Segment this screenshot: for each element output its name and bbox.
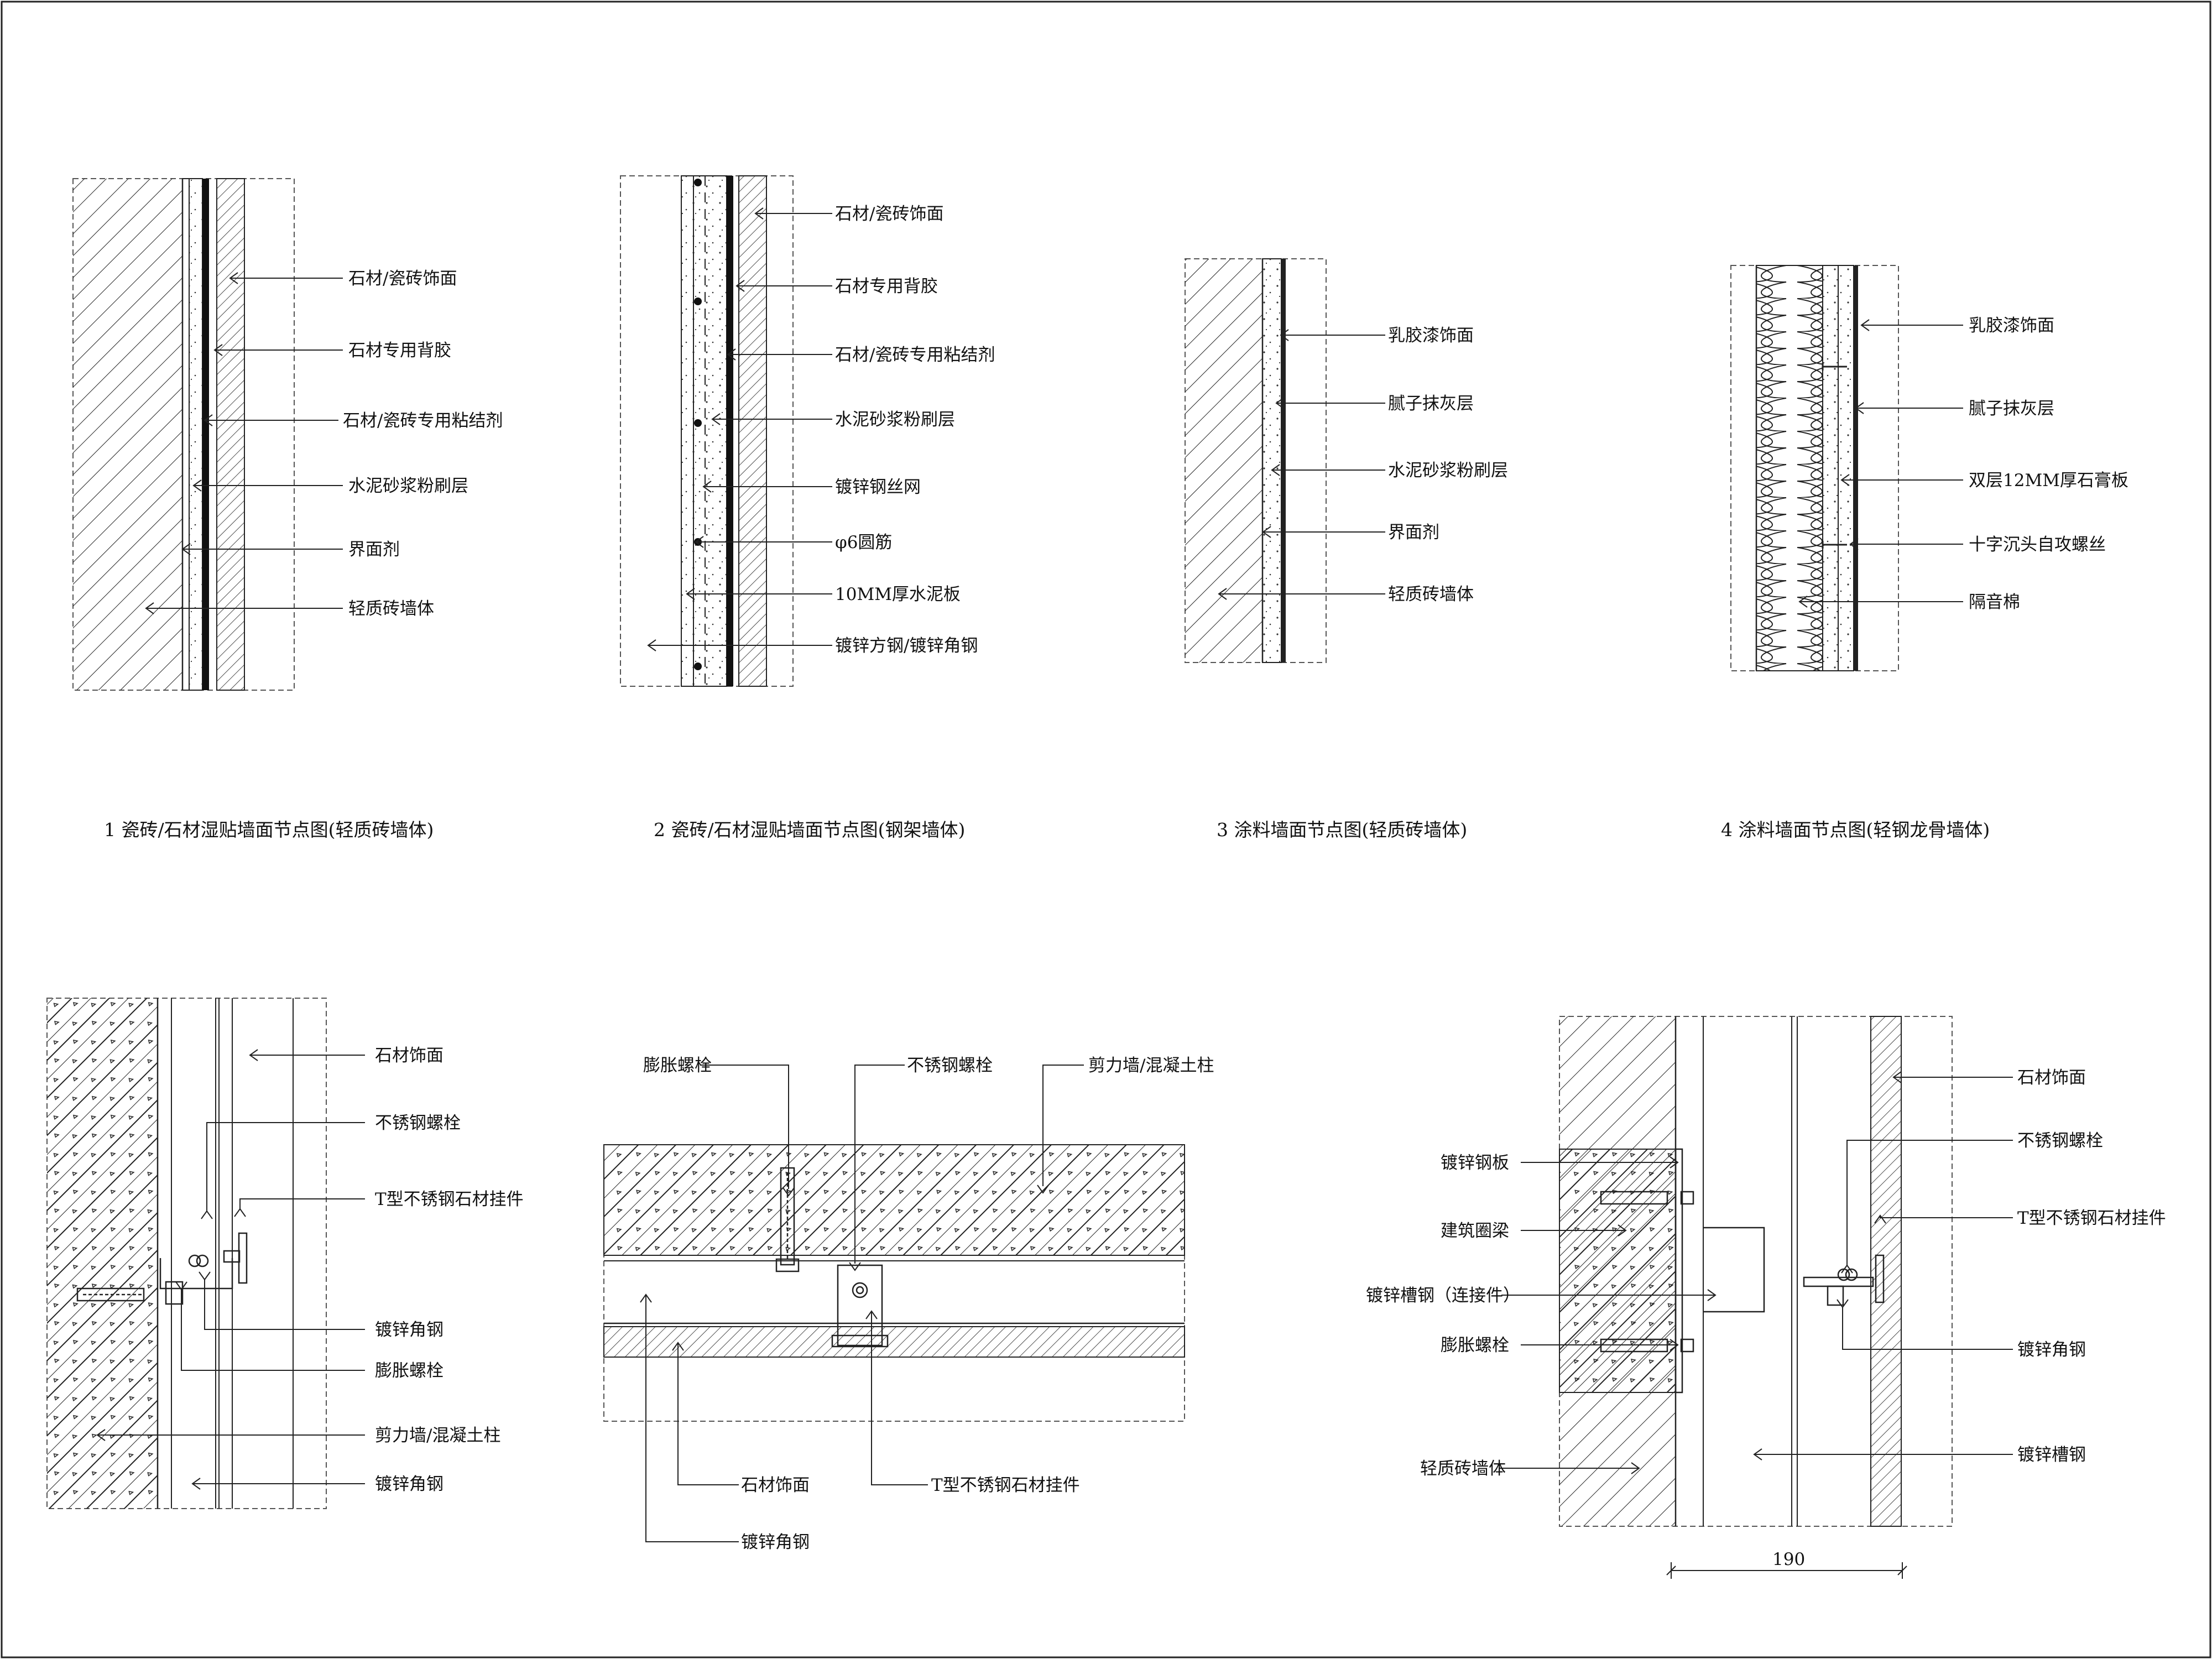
detail-5-leaders	[96, 1049, 365, 1490]
detail-1-label-stone-tile-facing: 石材/瓷砖饰面	[348, 269, 457, 289]
detail-4-gypsum-board-1	[1822, 265, 1839, 671]
detail-7-leaders	[1499, 1071, 2013, 1474]
detail-6-leaders	[640, 1065, 1084, 1542]
detail-5-label-angle-steel: 镀锌角钢	[375, 1320, 444, 1340]
detail-3-label-putty: 腻子抹灰层	[1388, 394, 1474, 414]
detail-5-label-shear-wall: 剪力墙/混凝土柱	[375, 1426, 500, 1446]
detail-7-label-expansion-bolt: 膨胀螺栓	[1441, 1335, 1509, 1355]
detail-5-label-angle-steel-2: 镀锌角钢	[375, 1474, 444, 1494]
detail-5: 石材饰面 不锈钢螺栓 T型不锈钢石材挂件 镀锌角钢 膨胀螺栓 剪力墙/混凝土柱 …	[46, 998, 524, 1509]
detail-1-interface-layer	[182, 178, 190, 691]
detail-1-mortar-layer	[189, 178, 203, 691]
detail-6-stone-facing	[603, 1326, 1185, 1358]
detail-5-label-t-hanger: T型不锈钢石材挂件	[375, 1190, 524, 1209]
detail-7-label-ring-beam: 建筑圈梁	[1441, 1221, 1509, 1241]
detail-2-cement-board	[681, 175, 694, 687]
detail-3-leaders	[1218, 329, 1385, 600]
detail-7-label-channel-steel: 镀锌槽钢	[2017, 1445, 2086, 1465]
detail-7-label-channel-connector: 镀锌槽钢（连接件）	[1366, 1286, 1520, 1306]
detail-2-adhesive-layer	[727, 176, 733, 686]
detail-6-label-stone-facing: 石材饰面	[741, 1475, 810, 1495]
detail-3-caption: 3 涂料墙面节点图(轻质砖墙体)	[1217, 819, 1467, 841]
detail-3: 乳胶漆饰面 腻子抹灰层 水泥砂浆粉刷层 界面剂 轻质砖墙体 3 涂料墙面节点图(…	[1185, 258, 1508, 841]
detail-7-label-stainless-bolt: 不锈钢螺栓	[2017, 1131, 2103, 1151]
detail-6: 膨胀螺栓 不锈钢螺栓 剪力墙/混凝土柱 石材饰面 T型不锈钢石材挂件 镀锌角钢	[603, 1056, 1214, 1552]
detail-1: 石材/瓷砖饰面 石材专用背胶 石材/瓷砖专用粘结剂 水泥砂浆粉刷层 界面剂 轻质…	[72, 178, 503, 841]
detail-1-stone-facing	[216, 178, 245, 691]
detail-2-caption: 2 瓷砖/石材湿贴墙面节点图(钢架墙体)	[654, 819, 965, 841]
detail-2-leaders	[647, 207, 832, 651]
detail-7-dimension-line	[1666, 1562, 1907, 1579]
detail-7-ring-beam	[1559, 1149, 1676, 1393]
detail-7-label-t-hanger: T型不锈钢石材挂件	[2017, 1208, 2166, 1228]
detail-6-frame	[603, 1144, 1185, 1422]
detail-3-label-brick-wall: 轻质砖墙体	[1388, 585, 1474, 604]
detail-7-label-stone-facing: 石材饰面	[2017, 1068, 2086, 1088]
detail-2-label-stone-tile-facing: 石材/瓷砖饰面	[835, 204, 943, 224]
detail-2-label-mortar: 水泥砂浆粉刷层	[835, 410, 955, 430]
detail-5-label-stainless-bolt: 不锈钢螺栓	[375, 1113, 461, 1133]
detail-4-gypsum-board-2	[1838, 265, 1854, 671]
detail-1-label-brick-wall: 轻质砖墙体	[348, 599, 434, 619]
detail-1-label-interface-agent: 界面剂	[348, 540, 400, 560]
detail-1-brick-wall	[73, 179, 182, 690]
detail-7-dimension-value: 190	[1772, 1550, 1805, 1569]
detail-4-label-latex-paint: 乳胶漆饰面	[1969, 316, 2054, 336]
detail-6-label-stainless-bolt: 不锈钢螺栓	[907, 1056, 993, 1076]
detail-3-putty-layer	[1281, 259, 1286, 662]
detail-4-screws	[1822, 363, 1847, 549]
detail-5-label-expansion-bolt: 膨胀螺栓	[375, 1361, 444, 1381]
detail-2-stone-facing	[738, 175, 767, 687]
detail-5-concrete-wall	[47, 998, 158, 1509]
detail-6-concrete-wall	[603, 1144, 1185, 1256]
detail-5-anchor-bracket	[76, 1232, 248, 1305]
detail-4-caption: 4 涂料墙面节点图(轻钢龙骨墙体)	[1721, 819, 1990, 841]
detail-2-label-stone-back-glue: 石材专用背胶	[835, 276, 938, 296]
detail-6-label-t-hanger: T型不锈钢石材挂件	[931, 1475, 1080, 1495]
detail-2-frame	[620, 175, 794, 687]
detail-1-leaders	[145, 272, 343, 614]
detail-4-label-acoustic-wool: 隔音棉	[1969, 592, 2020, 612]
detail-7-label-steel-plate: 镀锌钢板	[1441, 1153, 1509, 1173]
detail-3-mortar-layer	[1262, 258, 1282, 663]
detail-4-label-putty: 腻子抹灰层	[1969, 399, 2054, 419]
detail-4-putty-layer	[1854, 265, 1858, 671]
detail-5-frame	[46, 998, 327, 1509]
detail-3-label-mortar: 水泥砂浆粉刷层	[1388, 461, 1508, 481]
detail-4-label-gypsum-board: 双层12MM厚石膏板	[1969, 471, 2128, 491]
detail-4-label-screw: 十字沉头自攻螺丝	[1969, 535, 2106, 555]
detail-1-adhesive-layer	[202, 179, 209, 690]
detail-2-label-steel-mesh: 镀锌钢丝网	[835, 477, 921, 497]
detail-3-label-interface-agent: 界面剂	[1388, 523, 1439, 542]
detail-2-label-rebar: φ6圆筋	[835, 533, 892, 552]
detail-4-acoustic-wool	[1756, 265, 1823, 671]
detail-2-label-cement-board: 10MM厚水泥板	[835, 585, 961, 604]
detail-7: 镀锌钢板 建筑圈梁 镀锌槽钢（连接件） 膨胀螺栓 轻质砖墙体 石材饰面 不锈钢螺…	[1366, 1016, 2166, 1579]
detail-3-label-latex-paint: 乳胶漆饰面	[1388, 326, 1474, 346]
detail-1-caption: 1 瓷砖/石材湿贴墙面节点图(轻质砖墙体)	[104, 819, 434, 841]
detail-3-brick-wall	[1185, 259, 1262, 662]
detail-7-label-brick-wall: 轻质砖墙体	[1420, 1459, 1506, 1479]
detail-1-label-adhesive: 石材/瓷砖专用粘结剂	[343, 411, 503, 431]
detail-2-label-steel-frame: 镀锌方钢/镀锌角钢	[835, 636, 978, 656]
detail-1-label-stone-back-glue: 石材专用背胶	[348, 341, 451, 361]
detail-2-label-adhesive: 石材/瓷砖专用粘结剂	[835, 345, 995, 365]
detail-4: 乳胶漆饰面 腻子抹灰层 双层12MM厚石膏板 十字沉头自攻螺丝 隔音棉 4 涂料…	[1721, 265, 2128, 841]
detail-1-label-mortar: 水泥砂浆粉刷层	[348, 476, 468, 496]
detail-2: 石材/瓷砖饰面 石材专用背胶 石材/瓷砖专用粘结剂 水泥砂浆粉刷层 镀锌钢丝网 …	[620, 175, 995, 841]
detail-5-label-stone-facing: 石材饰面	[375, 1046, 444, 1066]
detail-6-label-shear-wall: 剪力墙/混凝土柱	[1088, 1056, 1214, 1076]
detail-4-leaders	[1798, 319, 1963, 608]
detail-7-connector	[1600, 1148, 1885, 1394]
detail-2-steel-mesh-mortar	[693, 175, 727, 687]
detail-6-bolts	[775, 1167, 889, 1348]
detail-6-label-angle-steel: 镀锌角钢	[741, 1532, 810, 1552]
detail-6-label-expansion-bolt: 膨胀螺栓	[643, 1056, 712, 1076]
detail-7-label-angle-steel: 镀锌角钢	[2017, 1340, 2086, 1360]
